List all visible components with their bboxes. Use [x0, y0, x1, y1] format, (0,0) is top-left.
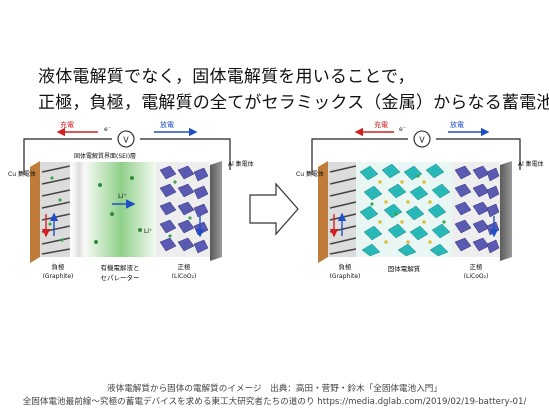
right-negative-label: 負極: [339, 262, 353, 271]
right-solid-electrolyte: [356, 162, 452, 257]
left-cell: V e⁻ 充電 放電 Cu 集電体 Al 集電体: [8, 120, 254, 282]
right-wire-left: [311, 138, 408, 175]
right-cell: V e⁻ 充電 放電 Cu 集電体 Al 集電体: [296, 120, 544, 280]
left-positive-sub: (LiCoO₂): [172, 273, 197, 280]
right-negative-sub: (Graphite): [330, 273, 361, 280]
left-wire-left: [23, 138, 112, 175]
left-negative-sub: (Graphite): [43, 273, 74, 280]
heading-line-2: 正極，負極，電解質の全てがセラミックス（金属）からなる蓄電池: [38, 93, 549, 113]
right-electron-label: e⁻: [399, 126, 406, 133]
right-voltmeter-label: V: [419, 136, 425, 145]
right-al-collector-label: Al 集電体: [518, 160, 544, 168]
caption-line-1: 液体電解質から固体の電解質のイメージ 出典：高田・菅野・鈴木「全固体電池入門」: [107, 384, 442, 394]
left-li-ions: [94, 176, 142, 244]
left-electrolyte-label-1: 有機電解液と: [101, 263, 140, 272]
left-sei-label: 固体電解質界面(SEI)層: [74, 152, 136, 160]
left-anode-graphite: [40, 162, 71, 257]
right-anode-graphite: [328, 162, 357, 257]
left-electron-label: e⁻: [104, 126, 111, 133]
right-cu-collector-label: Cu 集電体: [296, 170, 324, 178]
right-charge-label: 充電: [374, 120, 388, 129]
left-positive-label: 正極: [178, 262, 192, 271]
left-li-ion-label: Li⁺: [118, 192, 127, 200]
left-voltmeter-label: V: [123, 136, 129, 145]
left-al-collector-plate: [210, 161, 222, 261]
left-electrolyte-label-2: セパレーター: [101, 273, 140, 282]
right-voltmeter-icon: [413, 130, 431, 148]
heading-line-1: 液体電解質でなく，固体電解質を用いることで，: [38, 67, 415, 87]
left-cathode-licoo2: [156, 162, 210, 257]
left-charge-label: 充電: [60, 120, 74, 129]
left-negative-label: 負極: [52, 262, 66, 271]
right-wire-right: [436, 138, 521, 170]
right-positive-sub: (LiCoO₂): [464, 273, 489, 280]
transition-arrow-icon: [249, 182, 299, 236]
left-sei-layer: [68, 162, 90, 257]
right-cu-collector-plate: [318, 161, 328, 263]
right-discharge-label: 放電: [450, 120, 464, 129]
caption-line-2: 全固体電池最前線〜究極の蓄電デバイスを求める東工大研究者たちの道のり https…: [22, 397, 527, 407]
right-positive-label: 正極: [470, 262, 484, 271]
left-cu-collector-label: Cu 集電体: [8, 170, 36, 178]
right-al-collector-plate: [500, 161, 512, 261]
left-li-ion-label-2: Li⁺: [144, 228, 152, 235]
right-cathode-licoo2: [452, 162, 500, 257]
right-electrolyte-label: 固体電解質: [388, 264, 421, 273]
left-cu-collector-plate: [30, 161, 40, 263]
left-voltmeter-icon: [117, 130, 135, 148]
left-al-collector-label: Al 集電体: [228, 160, 254, 168]
left-wire-right: [140, 138, 231, 170]
left-discharge-label: 放電: [160, 120, 174, 129]
